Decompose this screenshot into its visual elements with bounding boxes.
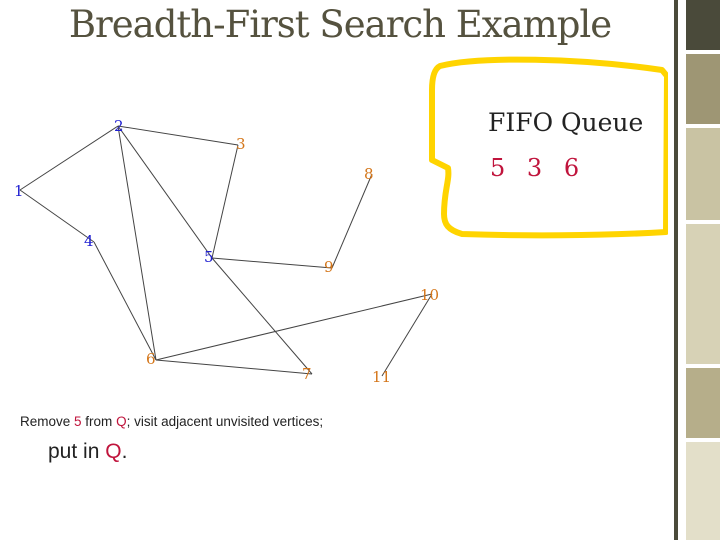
sidebar-block	[686, 0, 720, 50]
graph-node-6: 6	[146, 350, 156, 368]
sidebar-block	[686, 368, 720, 438]
queue-item: 6	[563, 154, 580, 182]
sidebar-block	[686, 442, 720, 540]
graph-edge	[117, 125, 239, 146]
graph-edge	[117, 125, 213, 259]
caption-text: ; visit adjacent unvisited vertices;	[126, 414, 324, 429]
caption-queue-ref: Q	[105, 440, 122, 463]
queue-item: 3	[526, 154, 543, 182]
caption-text: from	[81, 414, 117, 429]
graph-edges	[19, 125, 433, 377]
graph-node-4: 4	[84, 232, 94, 250]
queue-items: 5 3 6	[490, 154, 589, 182]
graph-edge	[211, 144, 239, 259]
graph-node-8: 8	[364, 165, 374, 183]
caption-text: .	[121, 440, 128, 463]
graph-node-3: 3	[236, 135, 246, 153]
graph-edge	[381, 293, 433, 377]
graph-node-9: 9	[324, 258, 334, 276]
graph-node-11: 11	[372, 368, 392, 386]
sidebar-strip	[674, 0, 678, 540]
caption-vertex: 5	[74, 414, 82, 429]
graph-node-2: 2	[114, 117, 124, 135]
graph-node-7: 7	[302, 365, 312, 383]
queue-title: FIFO Queue	[488, 108, 644, 137]
caption-line-2: put in Q.	[48, 440, 127, 464]
graph-edge	[19, 125, 119, 191]
graph-diagram	[19, 56, 670, 377]
caption-text: put in	[48, 440, 106, 463]
graph-node-1: 1	[14, 182, 24, 200]
graph-edge	[155, 359, 313, 375]
caption-line-1: Remove 5 from Q; visit adjacent unvisite…	[20, 414, 323, 429]
sidebar-block	[686, 54, 720, 124]
graph-edge	[93, 241, 157, 361]
graph-edge	[331, 173, 373, 269]
decorative-sidebar	[668, 0, 720, 540]
sidebar-block	[686, 224, 720, 364]
slide-title: Breadth-First Search Example	[68, 3, 612, 46]
graph-edge	[117, 125, 157, 361]
sidebar-block	[686, 128, 720, 220]
graph-node-10: 10	[420, 286, 440, 304]
graph-edge	[155, 293, 433, 361]
graph-edge	[19, 189, 95, 243]
graph-edge	[211, 257, 313, 375]
queue-highlight-outline	[429, 56, 670, 239]
graph-edge	[211, 257, 333, 269]
graph-node-5: 5	[204, 248, 214, 266]
caption-text: Remove	[20, 414, 75, 429]
caption-queue-ref: Q	[116, 414, 127, 429]
queue-item: 5	[490, 154, 506, 182]
